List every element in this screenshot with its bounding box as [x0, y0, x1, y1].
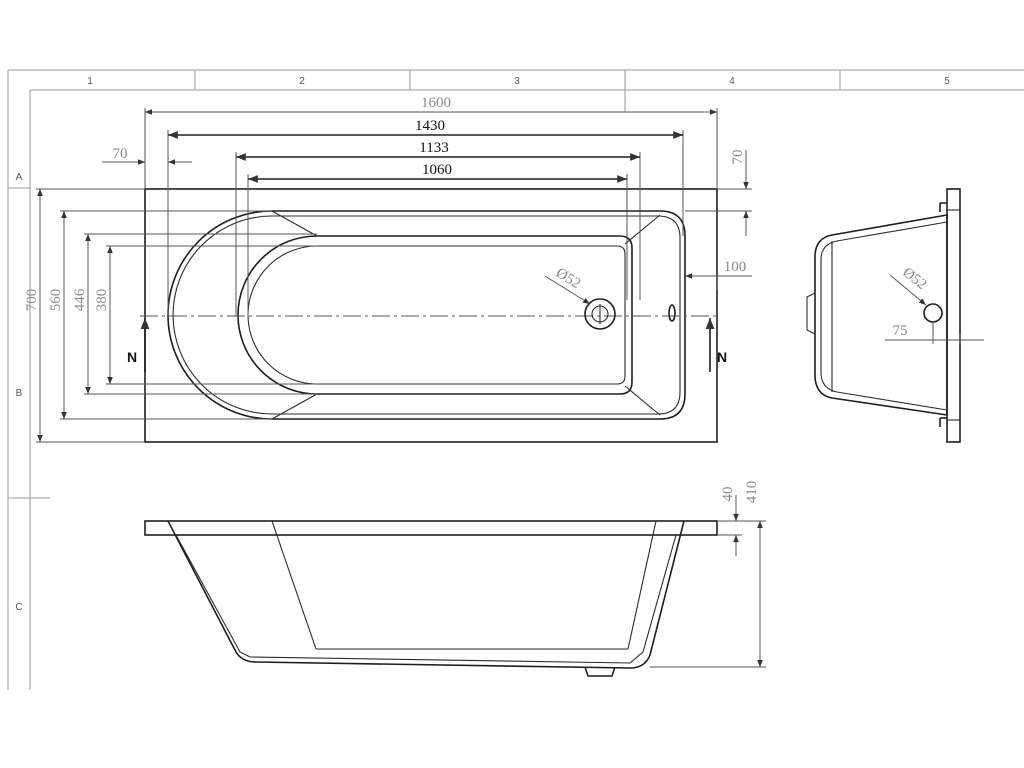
plan-horizontal-dimensions: 1600 1430 1133 1060 70 100 — [102, 95, 752, 316]
dim-drain-diameter-plan: Ø52 — [553, 265, 583, 292]
plan-inner-rim — [167, 210, 686, 420]
side-body — [167, 520, 685, 669]
section-label-left: N — [127, 349, 137, 365]
plan-overflow — [668, 304, 676, 322]
plan-drain-diameter: Ø52 — [544, 265, 591, 305]
grid-row-a: A — [16, 172, 23, 183]
dim-width-inner: 560 — [48, 289, 64, 312]
grid-row-labels: A B C — [15, 172, 22, 613]
section-mark-right: N — [705, 318, 727, 372]
grid-row-c: C — [15, 602, 22, 613]
dim-overflow-offset: 100 — [724, 259, 747, 275]
plan-view — [140, 188, 718, 443]
dim-end-offset: 75 — [893, 323, 908, 339]
dim-drain-diameter-end: Ø52 — [899, 265, 929, 294]
dim-rim-height: 40 — [720, 487, 736, 502]
plan-basin-floor — [237, 235, 633, 395]
end-view-rim — [946, 188, 961, 443]
grid-col-4: 4 — [729, 76, 735, 87]
plan-vertical-dimensions: 70 700 560 446 380 — [24, 150, 752, 443]
end-view-drain-fitting — [806, 292, 816, 335]
plan-basin-floor-offset — [247, 245, 626, 385]
grid-column-labels: 1 2 3 4 5 — [87, 76, 950, 87]
end-view — [806, 188, 961, 443]
end-view-inner — [820, 221, 948, 411]
dim-offset-top: 70 — [730, 150, 746, 165]
end-view-drain — [923, 303, 943, 323]
side-rim — [144, 520, 718, 536]
dim-width-overall: 700 — [24, 289, 40, 312]
grid-col-2: 2 — [299, 76, 305, 87]
grid-col-5: 5 — [944, 76, 950, 87]
end-view-dimensions: Ø52 75 — [885, 265, 984, 344]
side-drain-outlet — [584, 666, 616, 677]
side-elevation — [144, 520, 718, 677]
dim-length-floor: 1060 — [422, 162, 452, 178]
dim-width-floor: 380 — [94, 289, 110, 312]
plan-drain-outer — [584, 298, 616, 330]
dim-total-height: 410 — [744, 481, 760, 504]
side-elevation-dimensions: 40 410 — [650, 481, 766, 668]
dim-offset-left: 70 — [113, 146, 128, 162]
dim-length-inner: 1133 — [419, 140, 448, 156]
dim-length-inner-top: 1430 — [415, 118, 445, 134]
dim-width-mid: 446 — [72, 288, 88, 311]
plan-inner-rim-offset — [172, 215, 681, 415]
grid-col-3: 3 — [514, 76, 520, 87]
grid-row-b: B — [16, 388, 23, 399]
grid-col-1: 1 — [87, 76, 93, 87]
end-view-body — [814, 214, 948, 416]
side-body-inner — [175, 534, 677, 664]
section-mark-left: N — [127, 318, 150, 372]
section-label-right: N — [717, 349, 727, 365]
dim-length-overall: 1600 — [421, 95, 451, 111]
drawing-frame — [7, 69, 1024, 690]
